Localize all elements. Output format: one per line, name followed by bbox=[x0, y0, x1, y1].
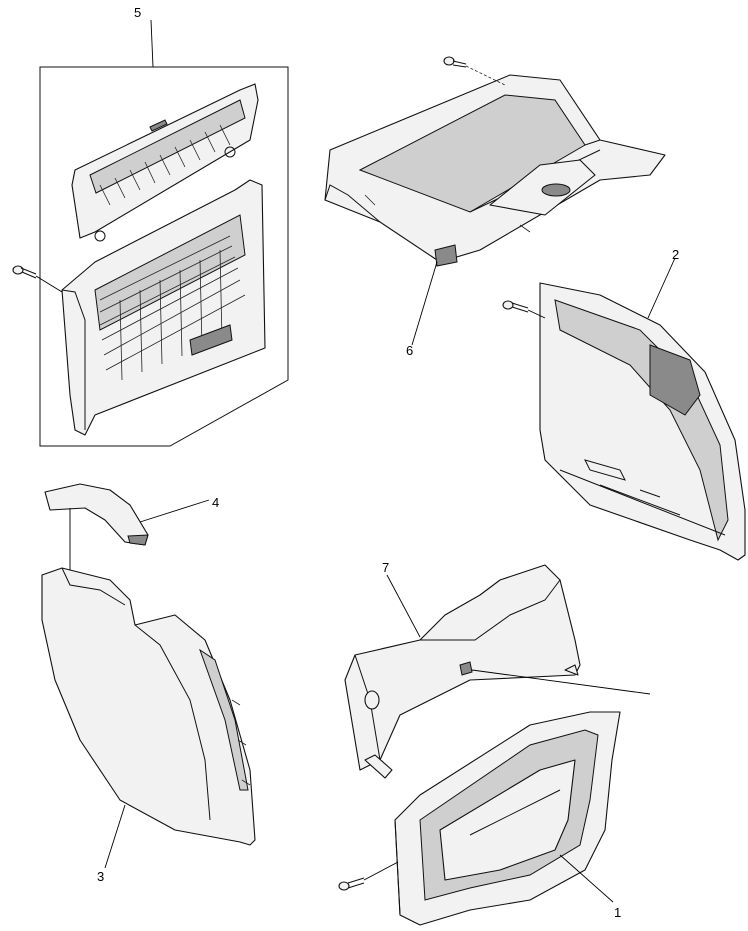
assembly-5-group bbox=[13, 67, 288, 446]
part-3-left-cover bbox=[42, 568, 255, 845]
screw-icon bbox=[13, 266, 62, 292]
part-4-small-cover bbox=[45, 484, 148, 570]
screw-icon bbox=[503, 301, 545, 318]
callout-1: 1 bbox=[614, 905, 621, 920]
callout-4: 4 bbox=[212, 495, 219, 510]
callout-5: 5 bbox=[134, 5, 141, 20]
part-6-output-tray bbox=[325, 57, 665, 266]
screw-icon bbox=[339, 862, 398, 890]
callout-2: 2 bbox=[672, 247, 679, 262]
callout-6: 6 bbox=[406, 343, 413, 358]
callout-3: 3 bbox=[97, 869, 104, 884]
part-2-right-cover bbox=[503, 283, 745, 560]
callout-7: 7 bbox=[382, 560, 389, 575]
